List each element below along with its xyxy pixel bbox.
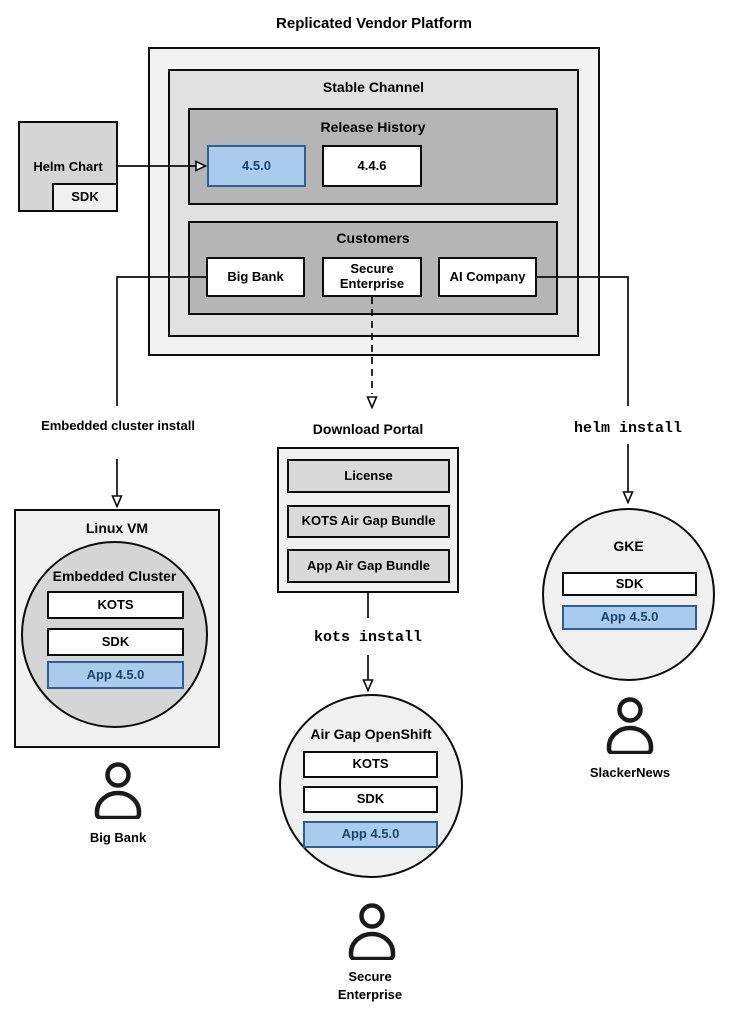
helm-user-label: SlackerNews (589, 765, 671, 780)
kots-airgap-bundle-box: KOTS Air Gap Bundle (287, 505, 450, 538)
airgap-openshift-label: Air Gap OpenShift (310, 726, 432, 742)
stable-channel-label: Stable Channel (322, 79, 425, 95)
openshift-sdk-box: SDK (303, 786, 438, 813)
download-portal-label: Download Portal (312, 421, 424, 437)
license-box: License (287, 459, 450, 493)
kots-install-arrow-label: kots install (313, 629, 423, 646)
release-446-box: 4.4.6 (322, 145, 422, 187)
customer-ai-company: AI Company (438, 257, 537, 297)
embedded-install-arrow-label: Embedded cluster install (41, 418, 195, 433)
airgap-user-label: Secure Enterprise (337, 969, 403, 1002)
helm-chart-sdk-box: SDK (52, 183, 118, 212)
release-history-label: Release History (320, 119, 426, 135)
person-icon (94, 762, 142, 819)
embedded-cluster-label: Embedded Cluster (52, 568, 177, 584)
linux-vm-label: Linux VM (85, 520, 149, 536)
release-450-box: 4.5.0 (207, 145, 306, 187)
app-airgap-bundle-box: App Air Gap Bundle (287, 549, 450, 583)
diagram-title: Replicated Vendor Platform (276, 15, 472, 32)
embedded-sdk-box: SDK (47, 628, 184, 656)
customers-label: Customers (336, 230, 410, 246)
openshift-app-box: App 4.5.0 (303, 821, 438, 848)
person-icon (348, 903, 396, 960)
embedded-kots-box: KOTS (47, 591, 184, 619)
customer-secure-enterprise: Secure Enterprise (322, 257, 422, 297)
customer-big-bank: Big Bank (206, 257, 305, 297)
gke-app-box: App 4.5.0 (562, 605, 697, 630)
person-icon (606, 697, 654, 754)
helm-chart-label: Helm Chart (33, 159, 103, 174)
embedded-user-label: Big Bank (89, 830, 147, 845)
gke-sdk-box: SDK (562, 572, 697, 596)
gke-label: GKE (613, 538, 644, 554)
openshift-kots-box: KOTS (303, 751, 438, 778)
helm-install-arrow-label: helm install (573, 420, 683, 437)
embedded-app-box: App 4.5.0 (47, 661, 184, 689)
